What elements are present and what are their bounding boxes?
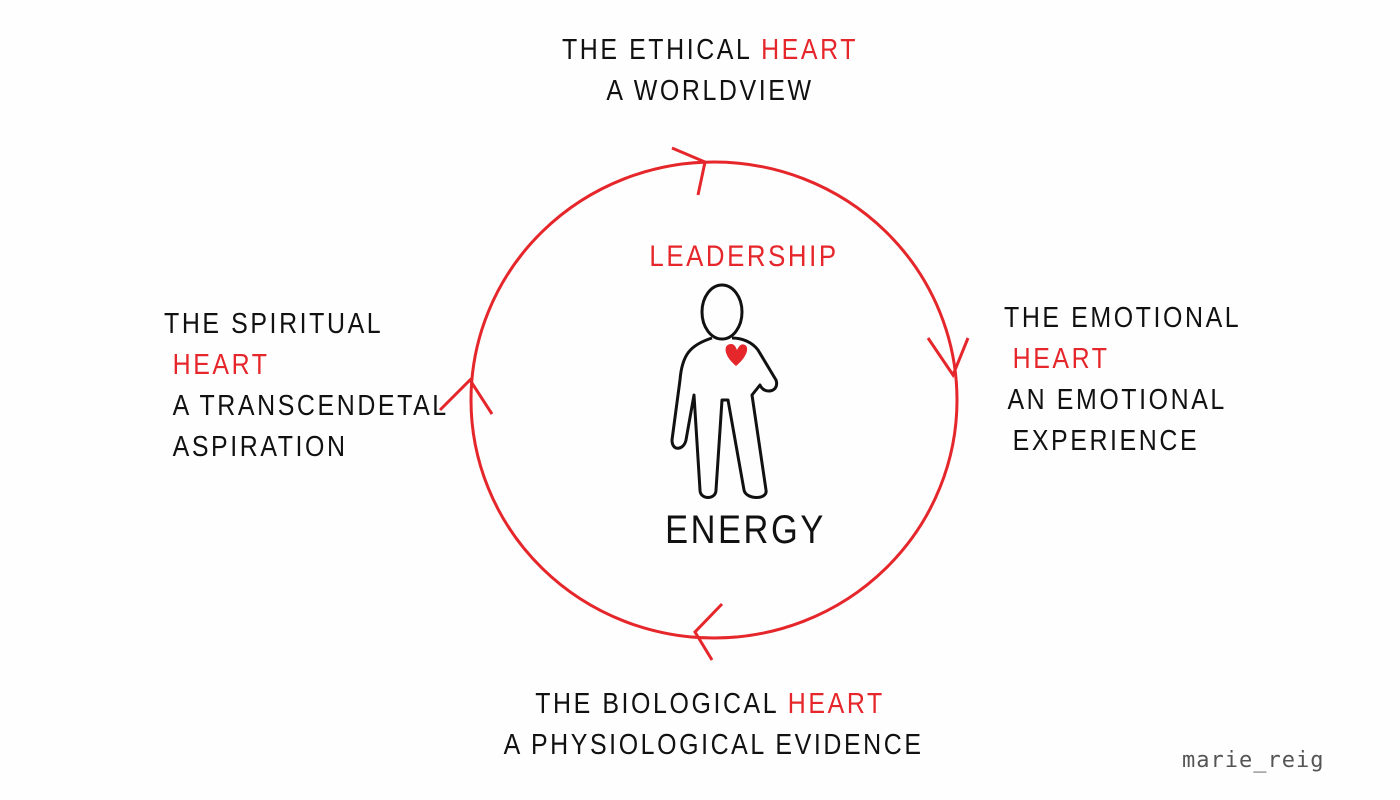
top-line1: THE ETHICAL (561, 34, 762, 66)
left-line4: ASPIRATION (172, 431, 348, 463)
arrow-bottom-icon (693, 602, 724, 661)
top-heart: HEART (761, 34, 859, 66)
left-heart: HEART (172, 349, 270, 381)
right-line4: EXPERIENCE (1012, 425, 1200, 457)
right-line3: AN EMOTIONAL (1007, 384, 1227, 416)
bottom-line1: THE BIOLOGICAL (535, 688, 788, 720)
right-heart: HEART (1012, 343, 1110, 375)
person-figure (670, 283, 779, 499)
right-label: THE EMOTIONAL HEART AN EMOTIONAL EXPERIE… (1004, 298, 1241, 462)
heart-icon (725, 344, 748, 366)
artist-signature: marie_reig (1182, 748, 1325, 773)
center-subtitle: ENERGY (665, 508, 826, 552)
left-label: THE SPIRITUAL HEART A TRANSCENDETAL ASPI… (164, 304, 449, 468)
left-line3: A TRANSCENDETAL (172, 390, 449, 422)
center-title: LEADERSHIP (649, 240, 839, 273)
bottom-heart: HEART (787, 688, 885, 720)
bottom-label: THE BIOLOGICAL HEART A PHYSIOLOGICAL EVI… (503, 684, 924, 766)
top-label: THE ETHICAL HEART A WORLDVIEW (538, 30, 882, 112)
left-line1: THE SPIRITUAL (164, 308, 384, 340)
bottom-line2: A PHYSIOLOGICAL EVIDENCE (503, 729, 924, 761)
right-line1: THE EMOTIONAL (1004, 302, 1242, 334)
arrow-left-icon (438, 377, 494, 415)
arrow-top-icon (671, 146, 707, 196)
arrow-right-icon (926, 337, 970, 379)
top-line2: A WORLDVIEW (606, 75, 814, 107)
cycle-circle (469, 160, 959, 640)
